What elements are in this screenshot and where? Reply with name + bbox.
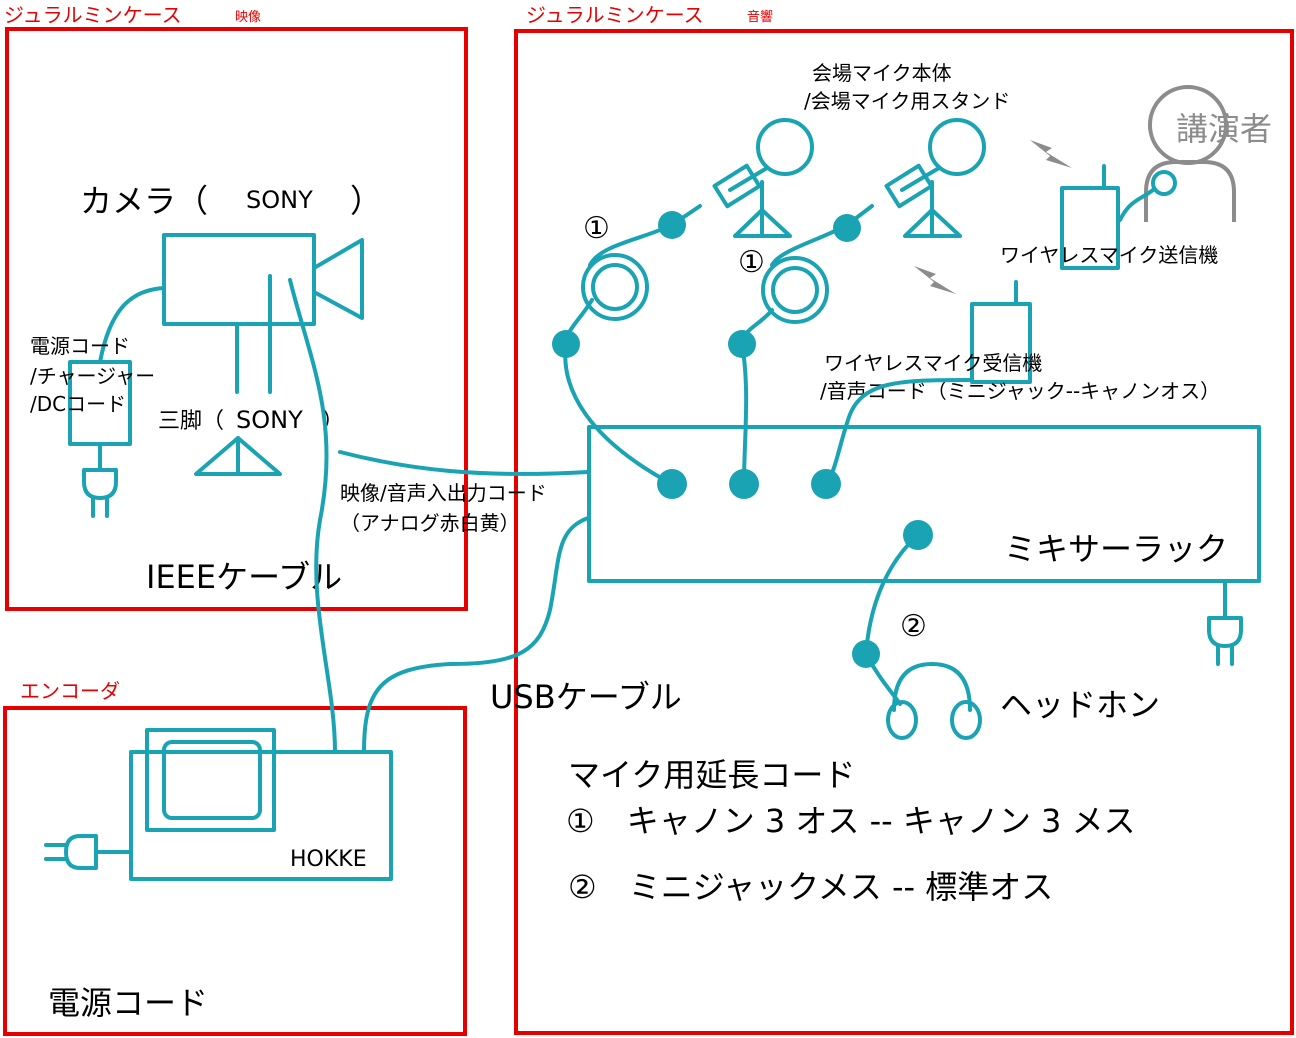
cable-1-coil-a-icon <box>581 253 649 321</box>
mic-2-icon <box>845 118 986 227</box>
encoder-power-label: 電源コード <box>48 984 208 1022</box>
mic-label-1: 会場マイク本体 <box>812 61 952 85</box>
mixer-label: ミキサーラック <box>1004 530 1228 568</box>
video-case-tag: 映像 <box>235 10 261 25</box>
audio-case-tag: 音響 <box>747 9 773 25</box>
legend-item-1: ① キャノン 3 オス -- キャノン 3 メス <box>566 802 1136 840</box>
lavalier-mic-icon <box>1151 170 1177 196</box>
headphones-icon <box>886 662 982 740</box>
audio-case-box <box>514 29 1294 1035</box>
wireless-transmitter-icon <box>1060 186 1120 270</box>
mic-1-stand-icon <box>733 180 792 238</box>
usb-cable-label: USBケーブル <box>490 678 682 716</box>
tripod-brand: SONY <box>236 406 303 434</box>
wireless-signal-icon <box>1030 140 1072 168</box>
camera-brand: SONY <box>246 186 313 214</box>
ieee-cable <box>288 278 337 754</box>
tripod-label-close: ） <box>322 409 344 434</box>
transmitter-label: ワイヤレスマイク送信機 <box>1000 243 1218 267</box>
encoder-case-box <box>3 706 467 1036</box>
mixer-power-plug-icon <box>1207 579 1243 666</box>
tripod-label: 三脚（ <box>158 409 224 434</box>
receiver-label-2: /音声コード（ミニジャック--キャノンオス） <box>820 379 1220 403</box>
encoder-device-label: HOKKE <box>290 847 367 872</box>
legend-item-2: ② ミニジャックメス -- 標準オス <box>568 868 1053 906</box>
wireless-receiver-icon <box>970 302 1032 384</box>
mic-2-stand-icon <box>903 180 962 238</box>
connector-node <box>658 211 686 239</box>
speaker-label: 講演者 <box>1176 110 1272 148</box>
camera-label-close: ） <box>350 182 382 220</box>
mic-label-2: /会場マイク用スタンド <box>804 89 1010 113</box>
mixer-input-3 <box>811 469 841 499</box>
cable-1-mark-a: ① <box>583 211 610 246</box>
video-case-title: ジュラルミンケース <box>4 3 182 27</box>
encoder-case-title: エンコーダ <box>20 679 120 703</box>
av-cable-label-1: 映像/音声入出力コード <box>340 481 547 505</box>
encoder-power-plug-icon <box>44 834 133 870</box>
mixer-input-2 <box>729 469 759 499</box>
encoder-device <box>129 728 393 881</box>
cable-1-mark-b: ① <box>738 245 765 280</box>
power-label-1: 電源コード <box>30 334 130 358</box>
ieee-cable-label: IEEEケーブル <box>146 558 342 596</box>
camera-label: カメラ（ <box>80 182 208 220</box>
cable-2-mark: ② <box>900 609 927 644</box>
usb-cable <box>362 516 590 754</box>
receiver-label-1: ワイヤレスマイク受信機 <box>824 351 1042 375</box>
mixer-rack <box>587 425 1261 583</box>
cable-1-coil-b-icon <box>761 256 829 324</box>
mixer-input-1 <box>657 469 687 499</box>
speaker-icon <box>1144 85 1236 222</box>
power-label-3: /DCコード <box>30 392 126 416</box>
camera-icon <box>162 233 364 326</box>
av-cable-label-2: （アナログ赤白黄） <box>340 511 520 535</box>
mic-1-icon <box>670 118 814 227</box>
wireless-signal-icon-2 <box>914 266 956 294</box>
av-cable <box>338 450 590 476</box>
video-case-box <box>5 27 468 611</box>
legend-title: マイク用延長コード <box>568 756 855 794</box>
power-plug-icon <box>82 468 118 518</box>
headphone-label: ヘッドホン <box>1000 686 1160 724</box>
audio-case-title: ジュラルミンケース <box>526 3 704 27</box>
power-label-2: /チャージャー <box>30 364 155 388</box>
connector-node <box>833 214 861 242</box>
